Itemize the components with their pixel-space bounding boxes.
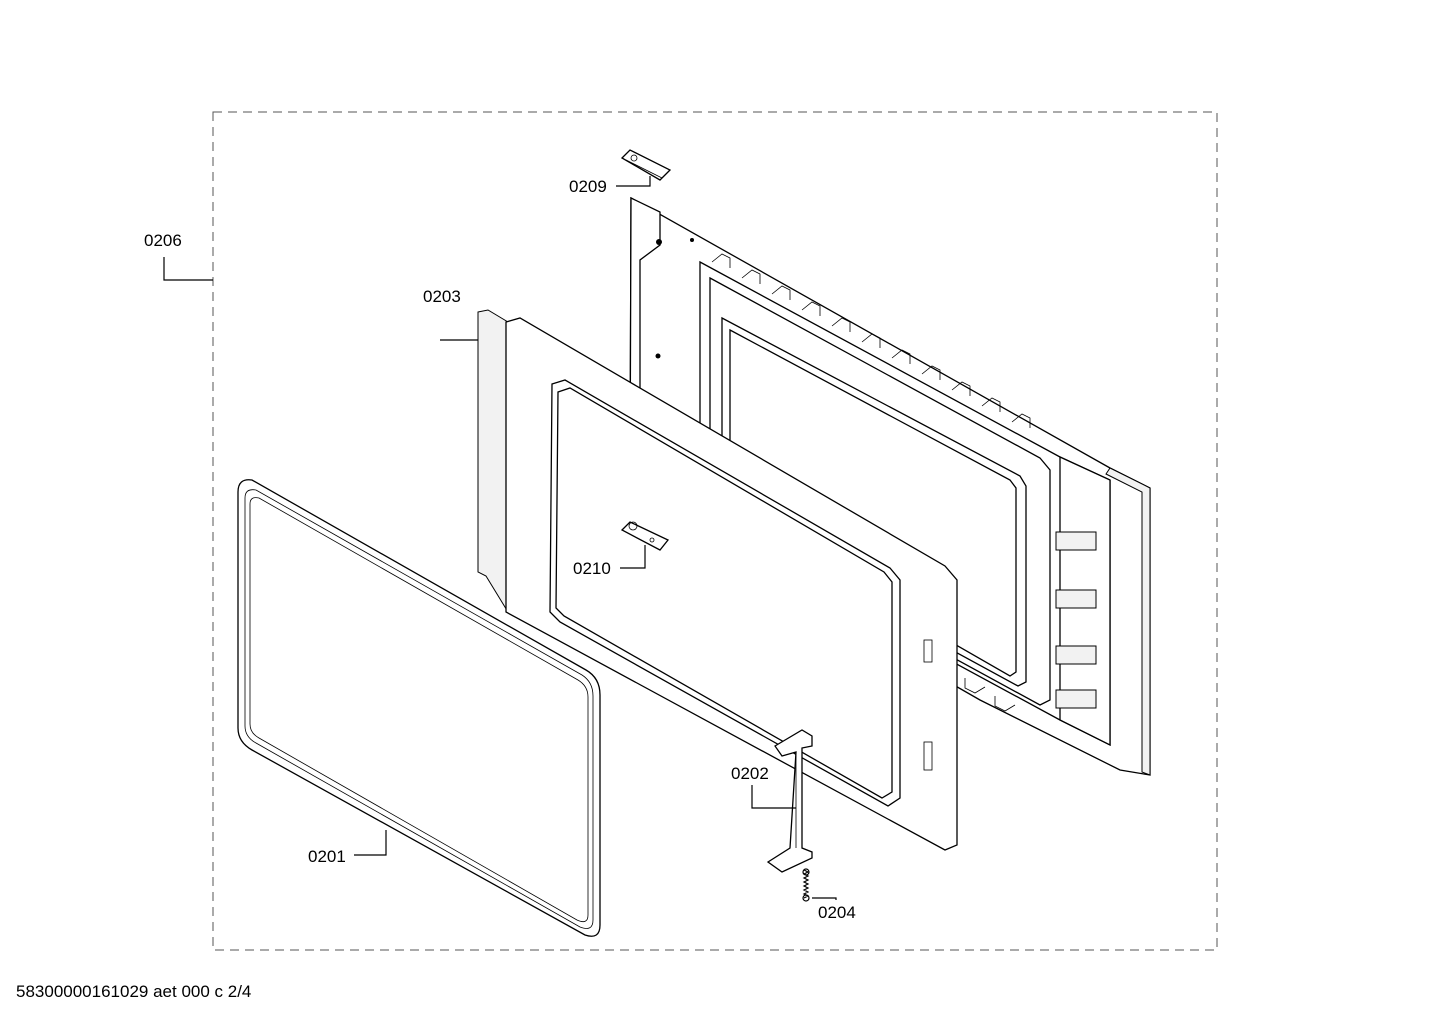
clip-0210: [620, 521, 670, 551]
label-0210: 0210: [573, 559, 611, 578]
door-panel-0203: [477, 309, 958, 851]
label-0209: 0209: [569, 177, 607, 196]
label-0201: 0201: [308, 847, 346, 866]
leader-lines: [163, 176, 837, 900]
assembly-boundary: [212, 111, 1218, 951]
clip-0209: [620, 149, 672, 181]
label-0203: 0203: [423, 287, 461, 306]
label-0202: 0202: [731, 764, 769, 783]
label-0206: 0206: [144, 231, 182, 250]
front-glass-0201: [237, 479, 601, 937]
spring-0204: [802, 868, 810, 902]
document-footer-id: 58300000161029 aet 000 c 2/4: [16, 982, 252, 1001]
handle-lever-0202: [766, 729, 813, 873]
label-0204: 0204: [818, 903, 856, 922]
